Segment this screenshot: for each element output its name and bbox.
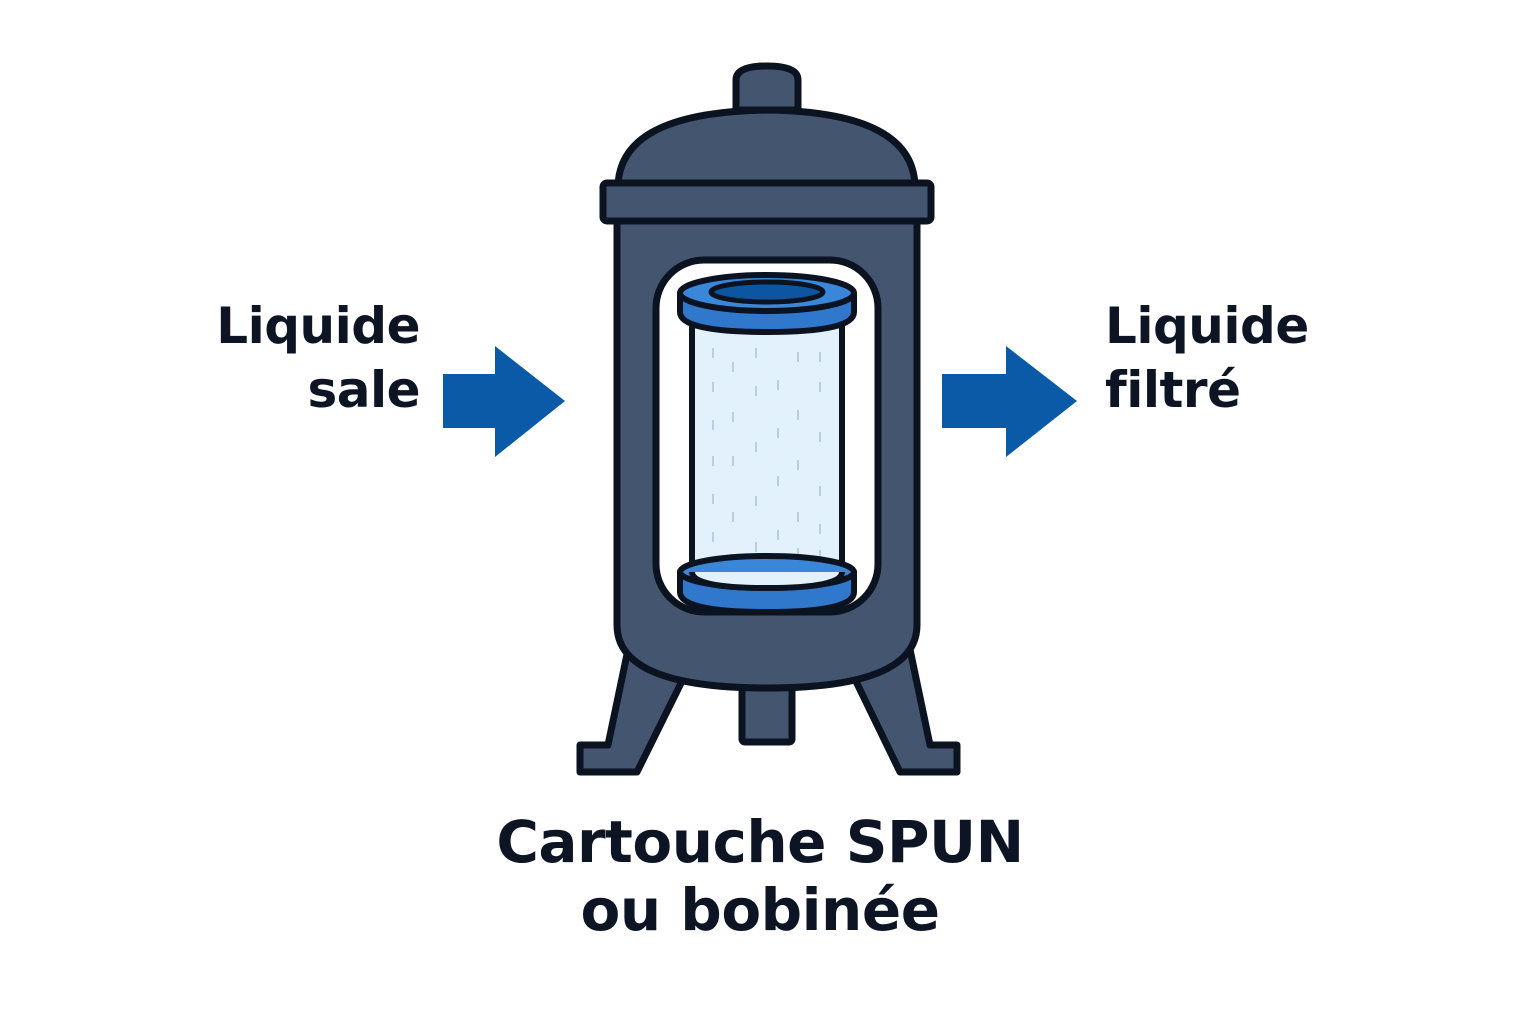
caption-line1: Cartouche SPUN xyxy=(496,808,1024,876)
cartridge xyxy=(677,272,857,615)
outlet-arrow-icon xyxy=(942,346,1077,457)
caption-line2: ou bobinée xyxy=(580,876,940,944)
media-texture xyxy=(712,348,821,566)
housing-flange xyxy=(599,179,935,225)
outlet-label-line1: Liquide xyxy=(1105,297,1309,355)
inlet-label-line2: sale xyxy=(307,361,420,419)
outlet-label-line2: filtré xyxy=(1105,361,1241,419)
diagram-caption: Cartouche SPUN ou bobinée xyxy=(440,808,1080,944)
cartridge-core-opening xyxy=(708,279,826,305)
outlet-label: Liquide filtré xyxy=(1105,294,1345,422)
housing-dome xyxy=(614,106,919,192)
inlet-label: Liquide sale xyxy=(216,294,420,422)
inlet-label-line1: Liquide xyxy=(216,297,420,355)
inlet-arrow-icon xyxy=(443,346,565,457)
top-nozzle xyxy=(732,62,802,114)
